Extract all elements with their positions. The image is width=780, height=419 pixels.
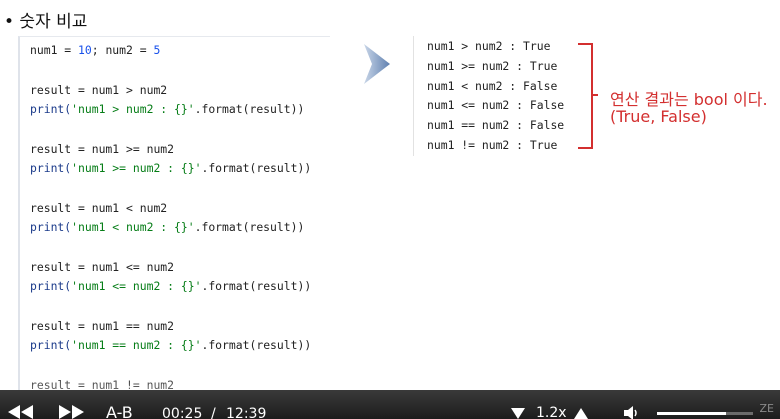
red-bracket-tick — [593, 94, 598, 96]
code-token: 'num1 == num2 : {}' — [71, 338, 202, 352]
output-line: num1 <= num2 : False — [427, 98, 565, 112]
code-token: .format(result)) — [201, 338, 312, 352]
code-line: print('num1 == num2 : {}'.format(result)… — [30, 338, 311, 352]
code-line: print('num1 < num2 : {}'.format(result)) — [30, 220, 304, 234]
volume-icon[interactable] — [624, 406, 640, 419]
output-panel: num1 > num2 : True num1 >= num2 : True n… — [413, 36, 573, 156]
time-separator: / — [211, 406, 216, 419]
code-token: .format(result)) — [201, 279, 312, 293]
code-line: result = num1 > num2 — [30, 83, 167, 97]
code-token: result = num1 < num2 — [30, 201, 168, 215]
code-token: print( — [30, 220, 72, 234]
code-token: ; num2 = — [91, 43, 154, 57]
code-token: 5 — [153, 43, 161, 57]
code-token: .format(result)) — [201, 161, 312, 175]
code-token: print( — [30, 161, 72, 175]
rewind-icon[interactable] — [8, 405, 34, 419]
fast-forward-icon[interactable] — [58, 405, 84, 419]
code-line: print('num1 >= num2 : {}'.format(result)… — [30, 161, 311, 175]
code-token: result = num1 == num2 — [30, 319, 175, 333]
code-token: print( — [30, 102, 72, 116]
slide-title: • 숫자 비교 — [4, 12, 88, 32]
ab-repeat-button[interactable]: A-B — [106, 403, 133, 419]
red-bracket — [578, 43, 593, 149]
current-time: 00:25 — [162, 406, 203, 419]
code-token: 'num1 >= num2 : {}' — [71, 161, 202, 175]
playback-speed: 1.2x — [536, 405, 567, 419]
annotation-line-2: (True, False) — [610, 107, 707, 126]
code-token: .format(result)) — [194, 220, 305, 234]
code-token: print( — [30, 338, 72, 352]
speed-up-icon[interactable] — [574, 408, 588, 419]
volume-fill — [657, 412, 727, 415]
code-line: print('num1 > num2 : {}'.format(result)) — [30, 102, 304, 116]
code-token: result = num1 <= num2 — [30, 260, 175, 274]
video-control-bar: A-B 00:25 / 12:39 1.2x ZE — [0, 390, 780, 419]
code-line: result = num1 <= num2 — [30, 260, 174, 274]
code-panel: num1 = 10; num2 = 5 result = num1 > num2… — [18, 36, 330, 419]
speed-down-icon[interactable] — [511, 408, 525, 419]
code-line: result = num1 < num2 — [30, 201, 167, 215]
code-token: .format(result)) — [194, 102, 305, 116]
code-token: 10 — [78, 43, 92, 57]
code-token: result = num1 > num2 — [30, 83, 168, 97]
output-line: num1 == num2 : False — [427, 118, 565, 132]
arrow-right-icon — [360, 42, 392, 86]
output-line: num1 != num2 : True — [427, 138, 558, 152]
output-line: num1 > num2 : True — [427, 39, 551, 53]
volume-slider[interactable] — [657, 412, 753, 415]
watermark: ZE — [759, 402, 775, 415]
output-line: num1 >= num2 : True — [427, 59, 558, 73]
code-token: result = num1 >= num2 — [30, 142, 175, 156]
code-line: print('num1 <= num2 : {}'.format(result)… — [30, 279, 311, 293]
code-token: 'num1 <= num2 : {}' — [71, 279, 202, 293]
annotation-line-1: 연산 결과는 bool 이다. — [610, 90, 768, 109]
code-token: print( — [30, 279, 72, 293]
output-line: num1 < num2 : False — [427, 79, 558, 93]
code-token: 'num1 > num2 : {}' — [71, 102, 195, 116]
code-token: 'num1 < num2 : {}' — [71, 220, 195, 234]
code-line: result = num1 == num2 — [30, 319, 174, 333]
code-token: num1 = — [30, 43, 79, 57]
code-line: num1 = 10; num2 = 5 — [30, 43, 160, 57]
code-line: result = num1 >= num2 — [30, 142, 174, 156]
total-time: 12:39 — [226, 406, 267, 419]
